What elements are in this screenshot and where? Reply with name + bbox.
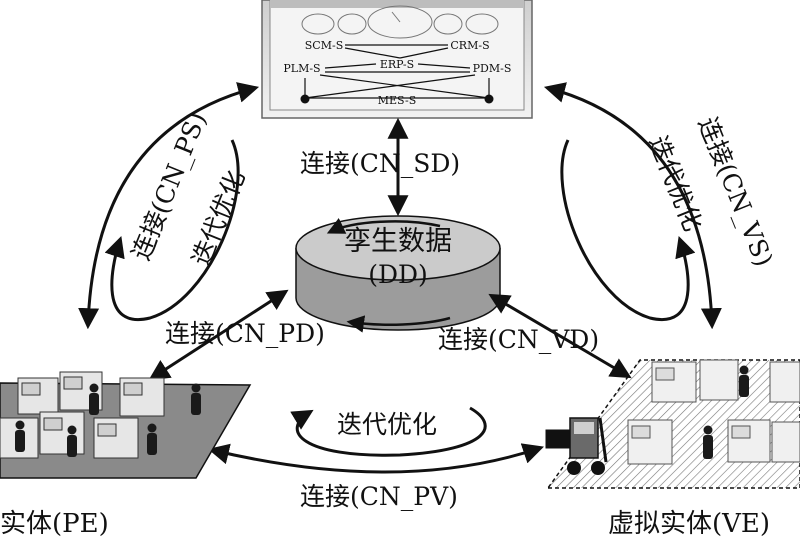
- scm-label: SCM-S: [305, 39, 343, 52]
- virtual-entity-label: 虚拟实体(VE): [608, 509, 770, 539]
- mes-label: MES-S: [378, 94, 416, 107]
- gauge-icons: [301, 5, 499, 39]
- cn-pd-arrow: [148, 289, 289, 381]
- machine-icons: [0, 371, 165, 459]
- cn-sd-label: 连接(CN_SD): [300, 149, 460, 178]
- plm-label: PLM-S: [283, 62, 320, 75]
- iter-left-label: 迭代优化: [186, 166, 250, 270]
- machine-icons: [627, 359, 800, 465]
- cn-pv-arrow: [207, 443, 544, 474]
- cn-vd-label: 连接(CN_VD): [438, 325, 599, 354]
- cn-pd-label: 连接(CN_PD): [165, 319, 325, 348]
- pdm-label: PDM-S: [473, 62, 512, 75]
- twin-data-title: 孪生数据: [344, 226, 452, 257]
- system-network-lines: [304, 44, 490, 99]
- worker-icons: [703, 365, 749, 459]
- iteration-loops: [104, 139, 696, 457]
- node-dot: [484, 94, 494, 104]
- cn-vs-label: 连接(CN_VS): [693, 113, 779, 271]
- cn-ps-arrow: [78, 82, 260, 330]
- iter-bottom-label: 迭代优化: [337, 410, 437, 439]
- cn-vd-arrow: [488, 293, 632, 379]
- cn-pv-label: 连接(CN_PV): [300, 482, 458, 511]
- forklift-icon: [545, 417, 608, 475]
- iter-right-label: 迭代优化: [643, 132, 707, 236]
- node-dot: [300, 94, 310, 104]
- virtual-entity-factory: [545, 359, 800, 489]
- twin-data-cylinder: 孪生数据 (DD): [295, 215, 501, 333]
- cn-vs-arrow: [543, 82, 722, 330]
- worker-icons: [15, 383, 201, 457]
- service-system-panel: SCM-S CRM-S PLM-S ERP-S PDM-S MES-S: [261, 0, 533, 119]
- erp-label: ERP-S: [380, 58, 414, 71]
- crm-label: CRM-S: [450, 39, 489, 52]
- connection-arrows: [78, 82, 722, 474]
- physical-entity-factory: [0, 371, 252, 479]
- twin-data-abbr: (DD): [368, 260, 428, 289]
- physical-entity-label: 实体(PE): [0, 509, 109, 539]
